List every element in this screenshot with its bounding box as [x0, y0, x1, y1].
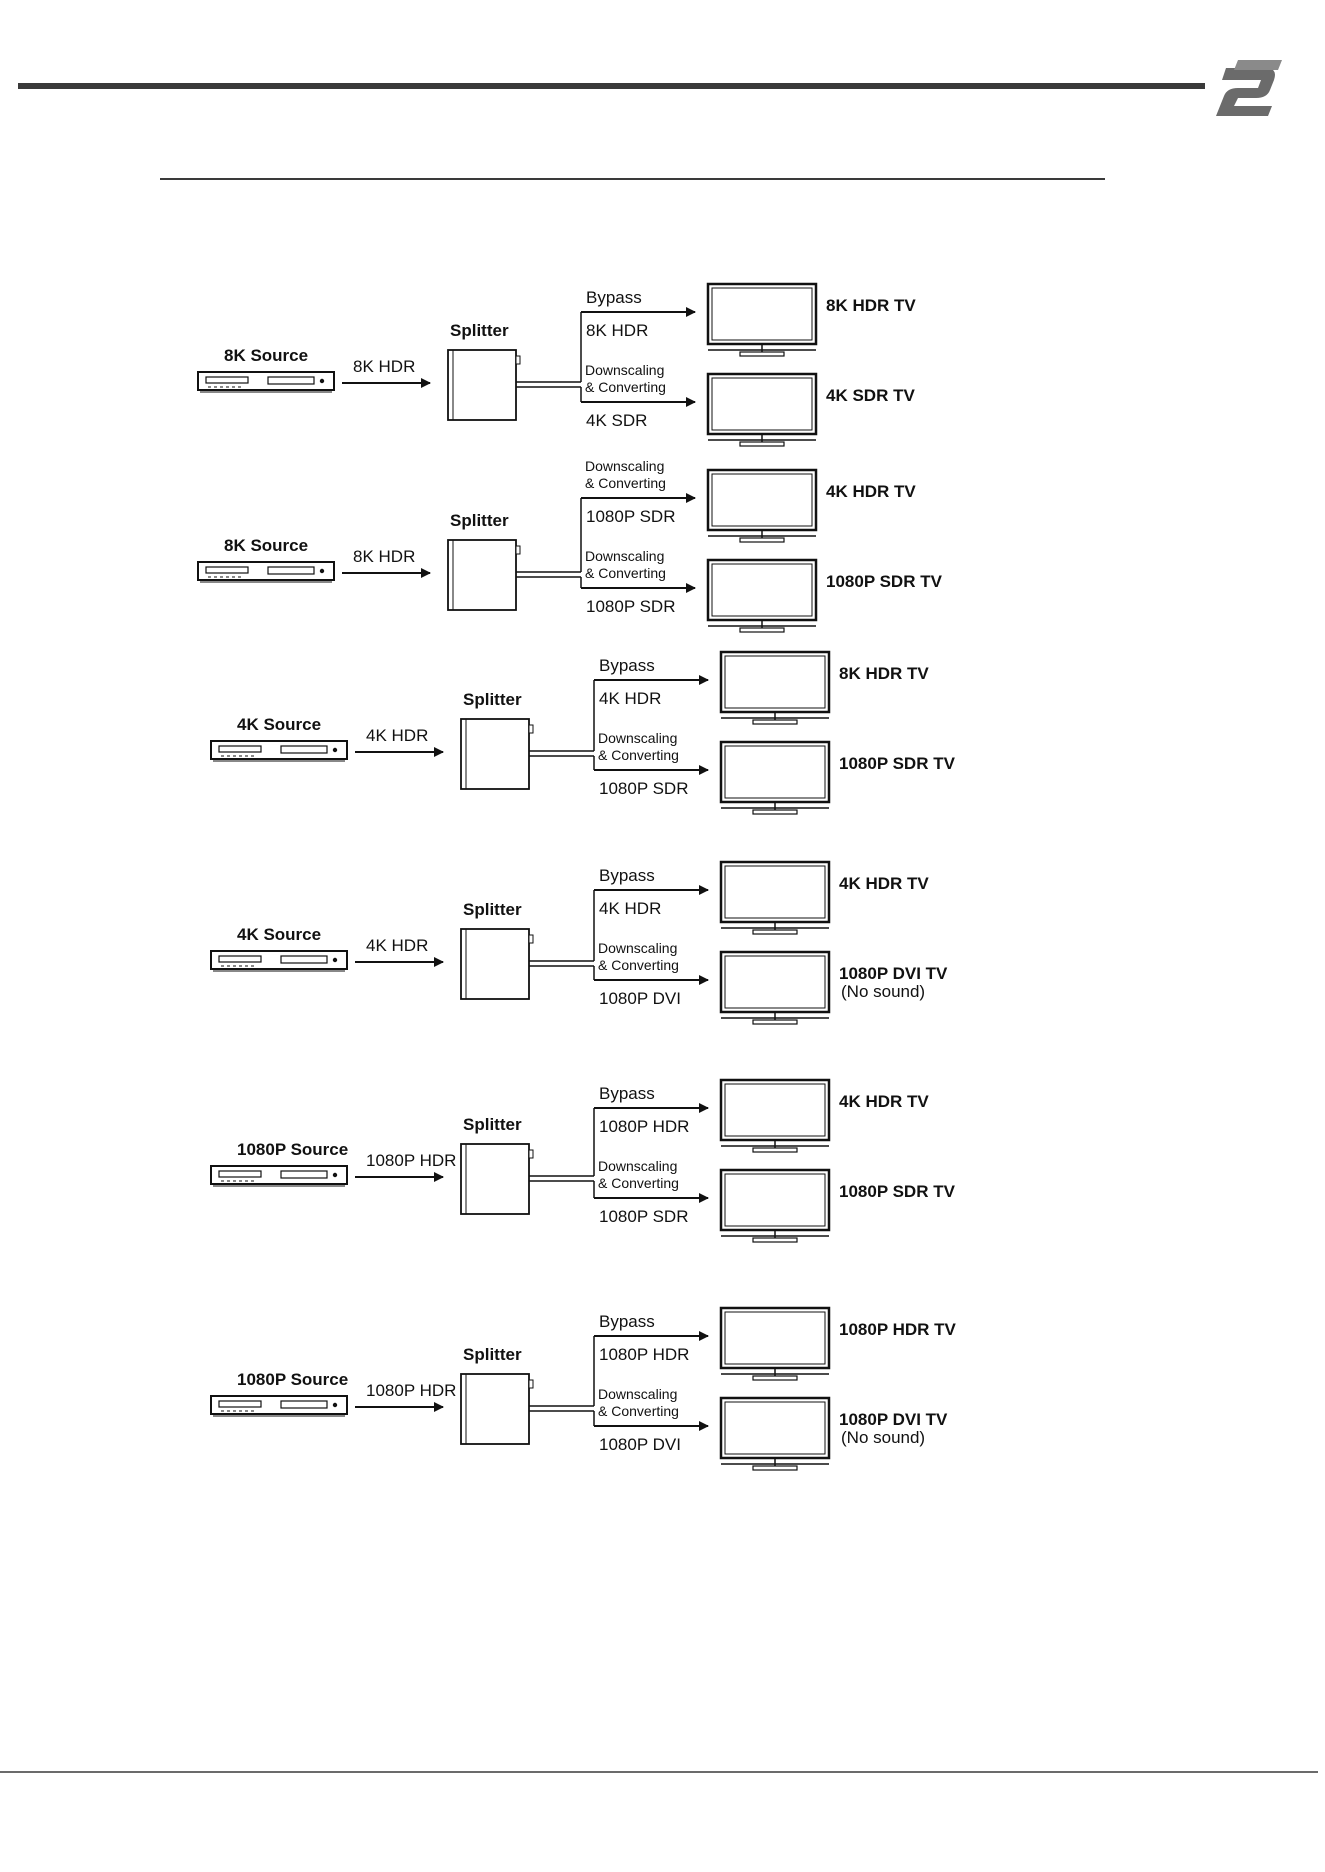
tv-1-label: 4K HDR TV [826, 482, 916, 501]
input-signal-label: 4K HDR [366, 936, 428, 955]
source-device-icon [210, 1395, 348, 1417]
input-signal-label: 4K HDR [366, 726, 428, 745]
output-1-signal-label: 1080P HDR [599, 1117, 689, 1136]
output-1-signal-label: 4K HDR [599, 899, 661, 918]
tv-2-label: 1080P DVI TV [839, 1410, 948, 1429]
output-2-mode-label: Downscaling [598, 940, 677, 956]
diagram-row-5: 1080P Source 1080P HDR Splitter Bypass 1080P… [210, 1078, 956, 1243]
output-2-mode-label: Downscaling [598, 1386, 677, 1402]
output-1-mode-label: Bypass [586, 288, 642, 307]
splitter-label: Splitter [463, 1115, 522, 1134]
output-2-signal-label: 4K SDR [586, 411, 647, 430]
tv-2-label: 4K SDR TV [826, 386, 915, 405]
brand-logo-icon [1216, 60, 1282, 116]
source-device-icon [210, 950, 348, 972]
tv-display-icon [706, 558, 818, 633]
output-2-mode-label: Downscaling [585, 548, 664, 564]
diagram-row-4: 4K Source 4K HDR Splitter Bypass 4K HDR 4K HD… [210, 860, 948, 1025]
tv-2-note: (No sound) [841, 1428, 925, 1447]
splitter-device-icon [460, 1373, 534, 1445]
tv-1-label: 4K HDR TV [839, 874, 929, 893]
output-1-mode-label: Bypass [599, 1084, 655, 1103]
splitter-label: Splitter [463, 1345, 522, 1364]
output-1-mode-label: Bypass [599, 656, 655, 675]
input-signal-label: 1080P HDR [366, 1381, 456, 1400]
tv-1-label: 4K HDR TV [839, 1092, 929, 1111]
output-1-mode-label: Downscaling [585, 458, 664, 474]
splitter-device-icon [460, 928, 534, 1000]
source-label: 8K Source [224, 346, 308, 365]
diagram-row-3: 4K Source 4K HDR Splitter Bypass 4K HDR 8K HD… [210, 650, 956, 815]
diagram-row-6: 1080P Source 1080P HDR Splitter Bypass 1080P… [210, 1306, 957, 1471]
diagram-row-1: 8K Source 8K HDR Splitter Bypass 8K HDR 8K HD… [197, 282, 916, 447]
output-2-mode-label: & Converting [598, 747, 679, 763]
output-2-mode-label: Downscaling [598, 730, 677, 746]
tv-1-label: 1080P HDR TV [839, 1320, 957, 1339]
source-device-icon [210, 1165, 348, 1187]
output-2-signal-label: 1080P SDR [586, 597, 675, 616]
splitter-label: Splitter [450, 321, 509, 340]
output-1-signal-label: 1080P HDR [599, 1345, 689, 1364]
output-2-mode-label: & Converting [598, 1403, 679, 1419]
tv-display-icon [706, 282, 818, 357]
tv-2-label: 1080P SDR TV [826, 572, 943, 591]
source-label: 4K Source [237, 925, 321, 944]
tv-display-icon [719, 1396, 831, 1471]
splitter-label: Splitter [463, 690, 522, 709]
source-device-icon [197, 561, 335, 583]
output-1-signal-label: 1080P SDR [586, 507, 675, 526]
output-1-mode-label: Bypass [599, 1312, 655, 1331]
output-2-mode-label: Downscaling [598, 1158, 677, 1174]
output-1-mode-label: & Converting [585, 475, 666, 491]
input-signal-label: 8K HDR [353, 357, 415, 376]
tv-display-icon [719, 740, 831, 815]
source-label: 1080P Source [237, 1140, 348, 1159]
tv-display-icon [719, 650, 831, 725]
source-device-icon [197, 371, 335, 393]
source-label: 8K Source [224, 536, 308, 555]
tv-2-label: 1080P SDR TV [839, 1182, 956, 1201]
tv-2-label: 1080P DVI TV [839, 964, 948, 983]
output-2-mode-label: & Converting [598, 1175, 679, 1191]
splitter-device-icon [460, 718, 534, 790]
tv-display-icon [706, 468, 818, 543]
input-signal-label: 1080P HDR [366, 1151, 456, 1170]
input-signal-label: 8K HDR [353, 547, 415, 566]
tv-2-label: 1080P SDR TV [839, 754, 956, 773]
splitter-device-icon [447, 349, 521, 421]
output-2-mode-label: Downscaling [585, 362, 664, 378]
tv-display-icon [719, 860, 831, 935]
source-device-icon [210, 740, 348, 762]
tv-2-note: (No sound) [841, 982, 925, 1001]
source-label: 4K Source [237, 715, 321, 734]
output-2-signal-label: 1080P SDR [599, 779, 688, 798]
splitter-device-icon [460, 1143, 534, 1215]
source-label: 1080P Source [237, 1370, 348, 1389]
output-1-mode-label: Bypass [599, 866, 655, 885]
tv-display-icon [719, 1168, 831, 1243]
output-2-signal-label: 1080P DVI [599, 989, 681, 1008]
splitter-label: Splitter [463, 900, 522, 919]
tv-1-label: 8K HDR TV [839, 664, 929, 683]
splitter-device-icon [447, 539, 521, 611]
tv-1-label: 8K HDR TV [826, 296, 916, 315]
splitter-label: Splitter [450, 511, 509, 530]
output-1-signal-label: 4K HDR [599, 689, 661, 708]
tv-display-icon [706, 372, 818, 447]
output-2-mode-label: & Converting [598, 957, 679, 973]
tv-display-icon [719, 1306, 831, 1381]
output-2-mode-label: & Converting [585, 379, 666, 395]
tv-display-icon [719, 950, 831, 1025]
output-2-signal-label: 1080P SDR [599, 1207, 688, 1226]
output-2-mode-label: & Converting [585, 565, 666, 581]
output-2-signal-label: 1080P DVI [599, 1435, 681, 1454]
output-1-signal-label: 8K HDR [586, 321, 648, 340]
tv-display-icon [719, 1078, 831, 1153]
